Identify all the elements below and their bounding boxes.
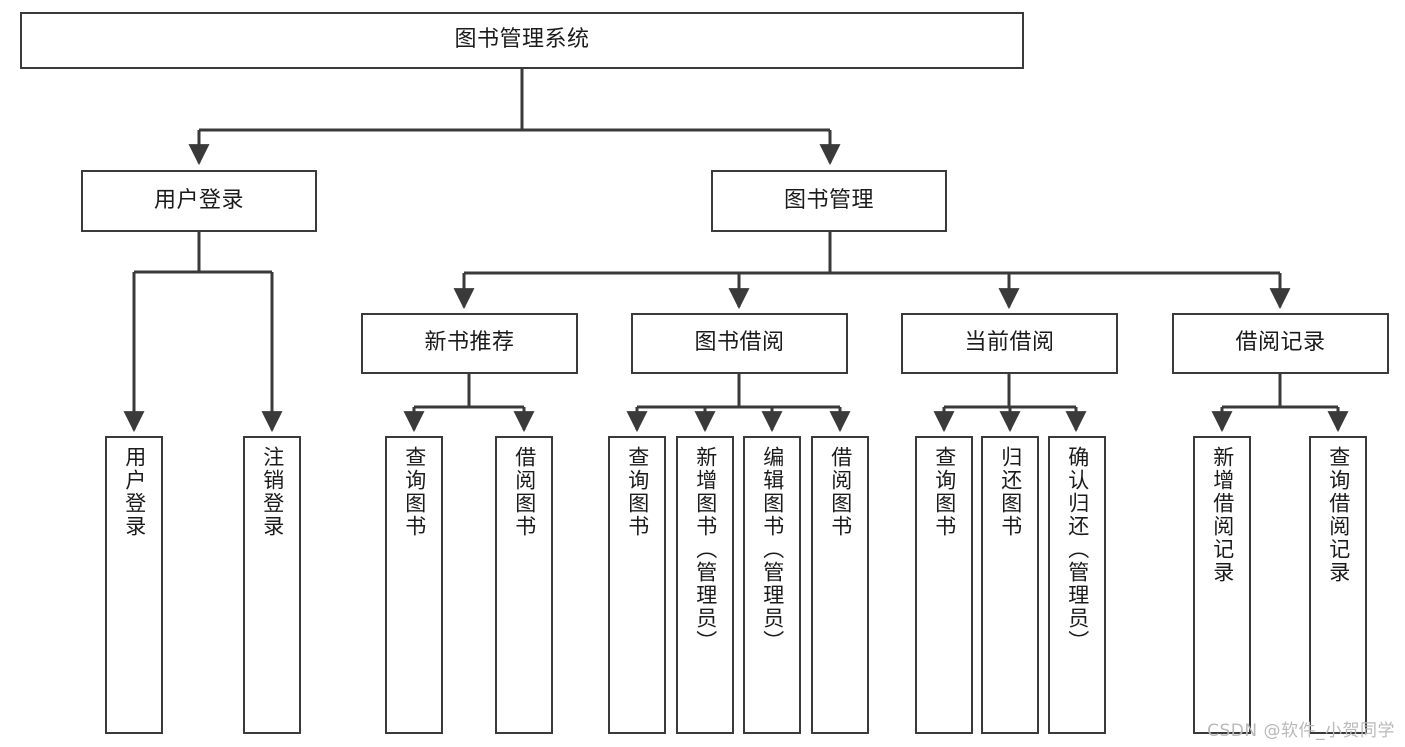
leaf-query-book-3[interactable]: 查询图书 <box>915 436 973 734</box>
leaf-query-book-3-label: 查询图书 <box>932 446 957 538</box>
leaf-query-record[interactable]: 查询借阅记录 <box>1309 436 1367 734</box>
node-book-borrow-label: 图书借阅 <box>694 330 785 356</box>
leaf-borrow-book-1[interactable]: 借阅图书 <box>495 436 553 734</box>
node-user-login[interactable]: 用户登录 <box>81 170 317 232</box>
leaf-query-book-1-label: 查询图书 <box>402 446 427 538</box>
node-new-book-recommend[interactable]: 新书推荐 <box>361 313 578 374</box>
node-book-borrow[interactable]: 图书借阅 <box>631 313 848 374</box>
leaf-add-record-label: 新增借阅记录 <box>1210 446 1235 584</box>
leaf-borrow-book-2-label: 借阅图书 <box>828 446 853 538</box>
leaf-user-login-label: 用户登录 <box>122 446 147 538</box>
node-root-label: 图书管理系统 <box>454 27 590 53</box>
leaf-add-book[interactable]: 新增图书（管理员） <box>676 436 734 734</box>
node-user-login-label: 用户登录 <box>153 187 244 213</box>
leaf-borrow-book-1-label: 借阅图书 <box>512 446 537 538</box>
leaf-query-book-1[interactable]: 查询图书 <box>385 436 443 734</box>
csdn-watermark: CSDN @软件_小贺同学 <box>1207 721 1395 741</box>
leaf-return-book-label: 归还图书 <box>998 446 1023 538</box>
leaf-query-record-label: 查询借阅记录 <box>1326 446 1351 584</box>
leaf-user-logout-label: 注销登录 <box>260 446 285 538</box>
node-new-book-recommend-label: 新书推荐 <box>424 330 515 356</box>
leaf-confirm-return[interactable]: 确认归还（管理员） <box>1048 436 1106 734</box>
node-current-borrow-label: 当前借阅 <box>964 330 1055 356</box>
node-borrow-record-label: 借阅记录 <box>1235 330 1326 356</box>
leaf-add-record[interactable]: 新增借阅记录 <box>1193 436 1251 734</box>
leaf-return-book[interactable]: 归还图书 <box>981 436 1039 734</box>
leaf-borrow-book-2[interactable]: 借阅图书 <box>811 436 869 734</box>
node-borrow-record[interactable]: 借阅记录 <box>1172 313 1389 374</box>
leaf-edit-book[interactable]: 编辑图书（管理员） <box>743 436 801 734</box>
node-current-borrow[interactable]: 当前借阅 <box>901 313 1118 374</box>
leaf-query-book-2[interactable]: 查询图书 <box>608 436 666 734</box>
leaf-edit-book-label: 编辑图书（管理员） <box>760 446 785 653</box>
leaf-add-book-label: 新增图书（管理员） <box>693 446 718 653</box>
leaf-query-book-2-label: 查询图书 <box>625 446 650 538</box>
node-root[interactable]: 图书管理系统 <box>20 12 1024 69</box>
leaf-user-login[interactable]: 用户登录 <box>105 436 163 734</box>
node-book-management-label: 图书管理 <box>783 187 874 213</box>
leaf-confirm-return-label: 确认归还（管理员） <box>1065 446 1090 653</box>
leaf-user-logout[interactable]: 注销登录 <box>243 436 301 734</box>
node-book-management[interactable]: 图书管理 <box>711 170 947 232</box>
